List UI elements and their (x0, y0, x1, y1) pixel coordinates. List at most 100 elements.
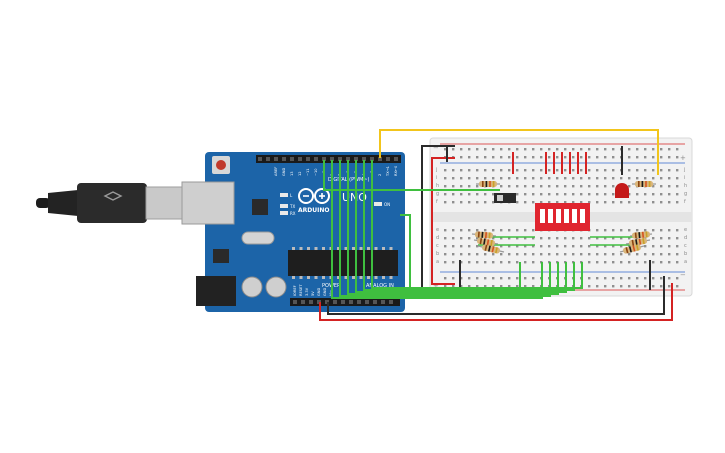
breadboard-hole (612, 237, 615, 240)
chip-pin (292, 247, 295, 250)
capacitor-1 (241, 276, 263, 298)
dip-switch[interactable] (535, 203, 590, 231)
row-letter: f (436, 199, 438, 205)
breadboard-hole (548, 177, 551, 180)
resistor (619, 244, 645, 254)
breadboard-hole (524, 185, 527, 188)
breadboard-hole (604, 185, 607, 188)
slide-switch[interactable] (494, 193, 516, 203)
breadboard-hole (628, 156, 631, 159)
breadboard-hole (548, 148, 551, 151)
breadboard-hole (468, 177, 471, 180)
red-jumpers (512, 152, 587, 174)
rail-minus-label-top: − (433, 144, 439, 152)
breadboard-hole (612, 285, 615, 288)
wire-green[interactable] (371, 160, 583, 289)
pin-label: RX←0 (394, 165, 398, 176)
dip-toggles (540, 209, 585, 223)
dip-toggle[interactable] (572, 209, 577, 223)
breadboard-hole (508, 253, 511, 256)
slide-switch-knob[interactable] (497, 195, 503, 201)
resistor-band (495, 247, 498, 254)
breadboard-hole (604, 253, 607, 256)
header-hole (341, 300, 345, 304)
breadboard-hole (540, 185, 543, 188)
breadboard-hole (636, 229, 639, 232)
dip-toggle[interactable] (556, 209, 561, 223)
breadboard-hole (660, 237, 663, 240)
wire-black-gnd[interactable] (327, 276, 665, 315)
breadboard-hole (612, 201, 615, 204)
breadboard-hole (652, 245, 655, 248)
breadboard-hole (492, 193, 495, 196)
reset-button[interactable] (216, 160, 226, 170)
breadboard-hole (572, 148, 575, 151)
digital-header (256, 155, 401, 163)
pin-label: 12 (298, 171, 302, 176)
breadboard-hole (476, 148, 479, 151)
header-hole (306, 157, 310, 161)
breadboard-hole (652, 177, 655, 180)
wire-green[interactable] (355, 160, 567, 293)
breadboard-hole (628, 277, 631, 280)
resistor (625, 237, 651, 247)
resistor-band (488, 232, 491, 239)
breadboard-hole (668, 193, 671, 196)
dip-toggle[interactable] (548, 209, 553, 223)
breadboard-hole (444, 229, 447, 232)
wire-red-left-rail[interactable] (431, 157, 455, 285)
breadboard-hole (452, 245, 455, 248)
breadboard-hole (548, 193, 551, 196)
dip-toggle[interactable] (580, 209, 585, 223)
pin-label: GND (282, 168, 286, 176)
breadboard-hole (596, 193, 599, 196)
wire-green[interactable] (347, 160, 559, 295)
wire-yellow[interactable] (379, 129, 659, 175)
pin-label: AREF (274, 167, 278, 176)
breadboard-hole (540, 193, 543, 196)
slide-switch-body (494, 193, 516, 203)
breadboard-hole (452, 261, 455, 264)
breadboard-hole (452, 148, 455, 151)
resistor-band (484, 244, 488, 251)
breadboard-hole (628, 177, 631, 180)
breadboard-hole (620, 229, 623, 232)
breadboard-hole (652, 185, 655, 188)
breadboard-hole (604, 156, 607, 159)
breadboard-hole (484, 277, 487, 280)
breadboard-hole (612, 177, 615, 180)
breadboard-hole (452, 185, 455, 188)
breadboard-hole (444, 169, 447, 172)
breadboard-hole (620, 285, 623, 288)
breadboard-hole (668, 237, 671, 240)
wire-green[interactable] (331, 160, 543, 299)
wire-green-switch[interactable] (323, 160, 500, 191)
breadboard-hole (524, 285, 527, 288)
breadboard-hole (580, 237, 583, 240)
dip-toggle[interactable] (564, 209, 569, 223)
breadboard-hole (508, 277, 511, 280)
breadboard-hole (644, 229, 647, 232)
breadboard-hole (468, 185, 471, 188)
resistor-band (631, 239, 635, 246)
chip-pin (292, 276, 295, 279)
breadboard-hole (524, 156, 527, 159)
breadboard-hole (548, 156, 551, 159)
breadboard-hole (524, 193, 527, 196)
breadboard-hole (460, 156, 463, 159)
dip-toggle[interactable] (540, 209, 545, 223)
led-l-label: L (290, 193, 293, 198)
breadboard-hole (460, 169, 463, 172)
breadboard-hole (452, 277, 455, 280)
wire-green-aux[interactable] (400, 214, 521, 297)
breadboard-hole (524, 148, 527, 151)
row-letter: c (436, 243, 439, 249)
breadboard-hole (524, 253, 527, 256)
resistor-body (635, 181, 653, 187)
led-tx-label: TX (289, 204, 295, 209)
wire-red-5v[interactable] (319, 283, 673, 321)
pin-label: 13 (290, 171, 294, 176)
resistor-band (641, 231, 645, 238)
wire-green[interactable] (363, 160, 575, 291)
breadboard-hole (612, 169, 615, 172)
